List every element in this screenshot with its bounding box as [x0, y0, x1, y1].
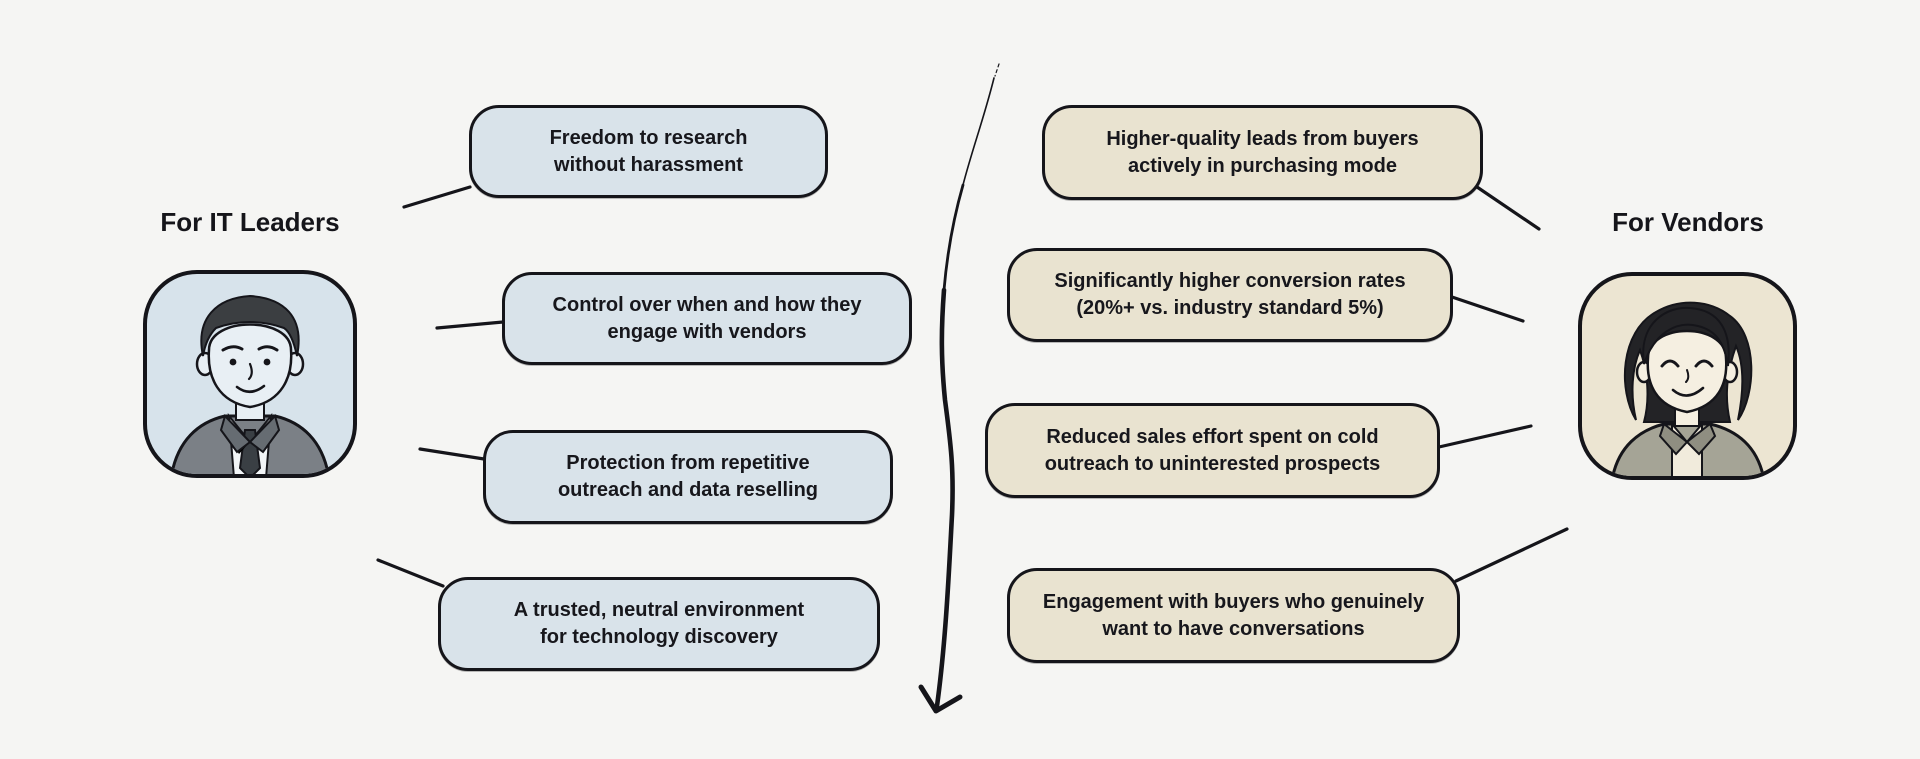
connector-left-4: [376, 558, 445, 588]
connector-right-4: [1454, 527, 1569, 583]
connector-lines: [376, 185, 1569, 588]
connector-right-1: [1475, 185, 1541, 231]
connector-left-2: [435, 320, 505, 330]
it-leader-avatar: [143, 270, 357, 478]
center-divider-down-arrow-icon: [918, 63, 1000, 714]
connector-right-2: [1450, 295, 1525, 323]
left-group-title: For IT Leaders: [160, 207, 340, 237]
male-portrait-icon: [143, 270, 357, 478]
vendor-avatar: [1578, 272, 1797, 480]
benefit-card-it-3: Protection from repetitive outreach and …: [483, 430, 893, 524]
benefit-card-vendor-2: Significantly higher conversion rates (2…: [1007, 248, 1453, 342]
benefit-card-it-1: Freedom to research without harassment: [469, 105, 828, 198]
benefit-card-vendor-3: Reduced sales effort spent on cold outre…: [985, 403, 1440, 498]
benefit-card-vendor-1: Higher-quality leads from buyers activel…: [1042, 105, 1483, 200]
right-group-title: For Vendors: [1612, 207, 1764, 237]
benefit-card-it-4: A trusted, neutral environment for techn…: [438, 577, 880, 671]
benefit-card-it-2: Control over when and how they engage wi…: [502, 272, 912, 365]
connector-left-3: [418, 447, 486, 461]
female-portrait-icon: [1578, 272, 1797, 480]
connector-left-1: [402, 185, 472, 209]
connector-right-3: [1437, 424, 1533, 449]
benefit-card-vendor-4: Engagement with buyers who genuinely wan…: [1007, 568, 1460, 663]
